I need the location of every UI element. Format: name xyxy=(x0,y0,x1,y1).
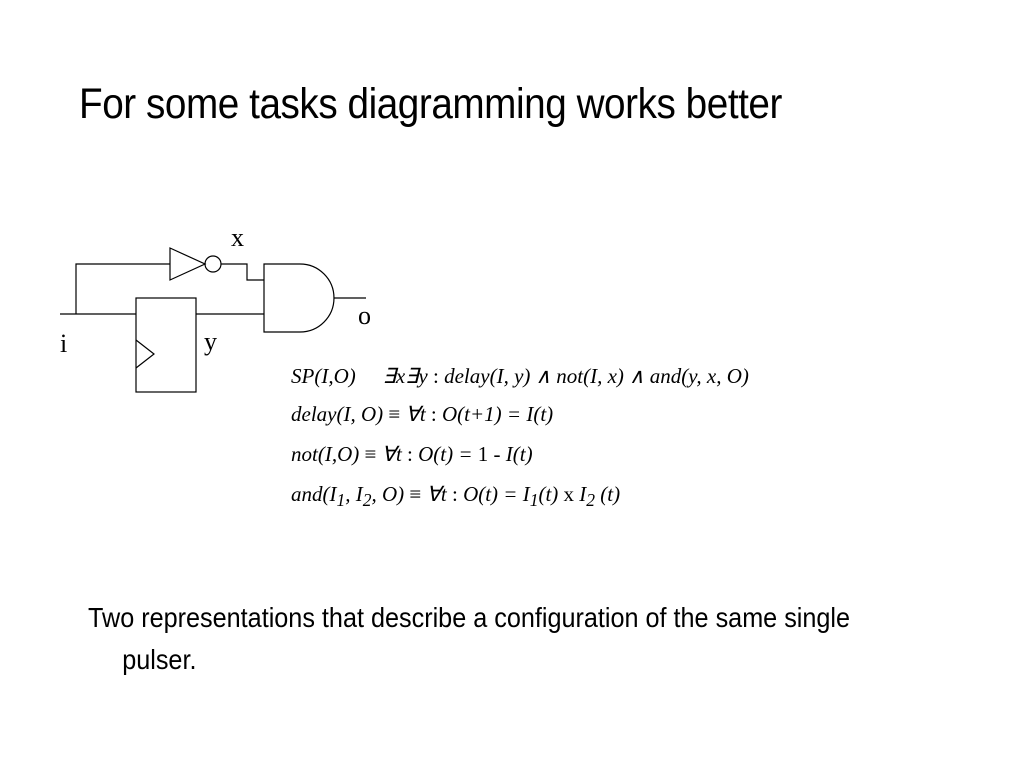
not-gate-bubble xyxy=(204,255,222,273)
formula-delay-symbol: ≡ xyxy=(388,402,401,426)
formula-and-lhs-sub1: 1 xyxy=(336,490,346,511)
formula-delay-colon: : xyxy=(425,402,443,426)
not-gate xyxy=(169,247,207,281)
formula-and-lhs-b: , I xyxy=(345,482,363,506)
formula-and: and(I1, I2, O) ≡ ∀t : O(t) = I1(t) x I2 … xyxy=(291,482,620,511)
label-y: y xyxy=(204,327,217,356)
formula-not-lhs: not(I,O) xyxy=(291,442,360,466)
formula-delay-quantifier: ∀t xyxy=(405,402,426,426)
wire-to-inverter xyxy=(75,263,170,314)
formula-and-lhs-sub2: 2 xyxy=(362,490,372,511)
formula-and-body-b: (t) xyxy=(538,482,559,506)
formula-and-body-d: (t) xyxy=(595,482,621,506)
formula-sp-body: delay(I, y) ∧ not(I, x) ∧ and(y, x, O) xyxy=(422,364,749,388)
formula-not-body-a: O(t) = xyxy=(418,442,478,466)
formula-sp-colon: : xyxy=(428,364,444,388)
formula-and-body-a: O(t) = I xyxy=(463,482,530,506)
formula-not-symbol: ≡ xyxy=(364,442,377,466)
formula-and-times: x xyxy=(558,482,580,506)
formula-sp-symbol:  xyxy=(361,364,377,388)
formula-and-lhs-c: , O) xyxy=(371,482,405,506)
formula-delay-lhs: delay(I, O) xyxy=(291,402,384,426)
formula-not-body-c: I(t) xyxy=(505,442,533,466)
formula-and-body-sub1: 1 xyxy=(529,490,539,511)
wire-x xyxy=(221,263,264,281)
formula-and-symbol: ≡ xyxy=(409,482,422,506)
formula-delay-body: O(t+1) = I(t) xyxy=(442,402,554,426)
formula-delay: delay(I, O) ≡ ∀t : O(t+1) = I(t) xyxy=(291,402,553,427)
formula-not-body-b: 1 - xyxy=(477,442,506,466)
formula-and-body-c: I xyxy=(579,482,587,506)
delay-box xyxy=(135,297,197,393)
formula-sp-lhs: SP(I,O) xyxy=(291,364,356,388)
slide-title: For some tasks diagramming works better xyxy=(79,80,782,128)
label-x: x xyxy=(231,223,244,252)
formula-not: not(I,O) ≡ ∀t : O(t) = 1 - I(t) xyxy=(291,442,533,467)
slide-caption: Two representations that describe a conf… xyxy=(88,602,851,675)
formula-not-colon: : xyxy=(401,442,419,466)
formula-single-pulser: SP(I,O)  ∃x∃y : delay(I, y) ∧ not(I, x)… xyxy=(291,364,749,389)
formula-and-quantifier: ∀t xyxy=(426,482,447,506)
label-i: i xyxy=(60,329,67,358)
and-gate xyxy=(263,263,335,333)
clock-triangle xyxy=(135,339,155,369)
formula-not-quantifier: ∀t xyxy=(381,442,402,466)
formula-sp-quantifier: ∃x∃y xyxy=(360,364,428,388)
formula-and-lhs-a: and(I xyxy=(291,482,337,506)
formula-and-body-sub2: 2 xyxy=(586,490,596,511)
formula-and-colon: : xyxy=(446,482,464,506)
label-o: o xyxy=(358,301,371,330)
